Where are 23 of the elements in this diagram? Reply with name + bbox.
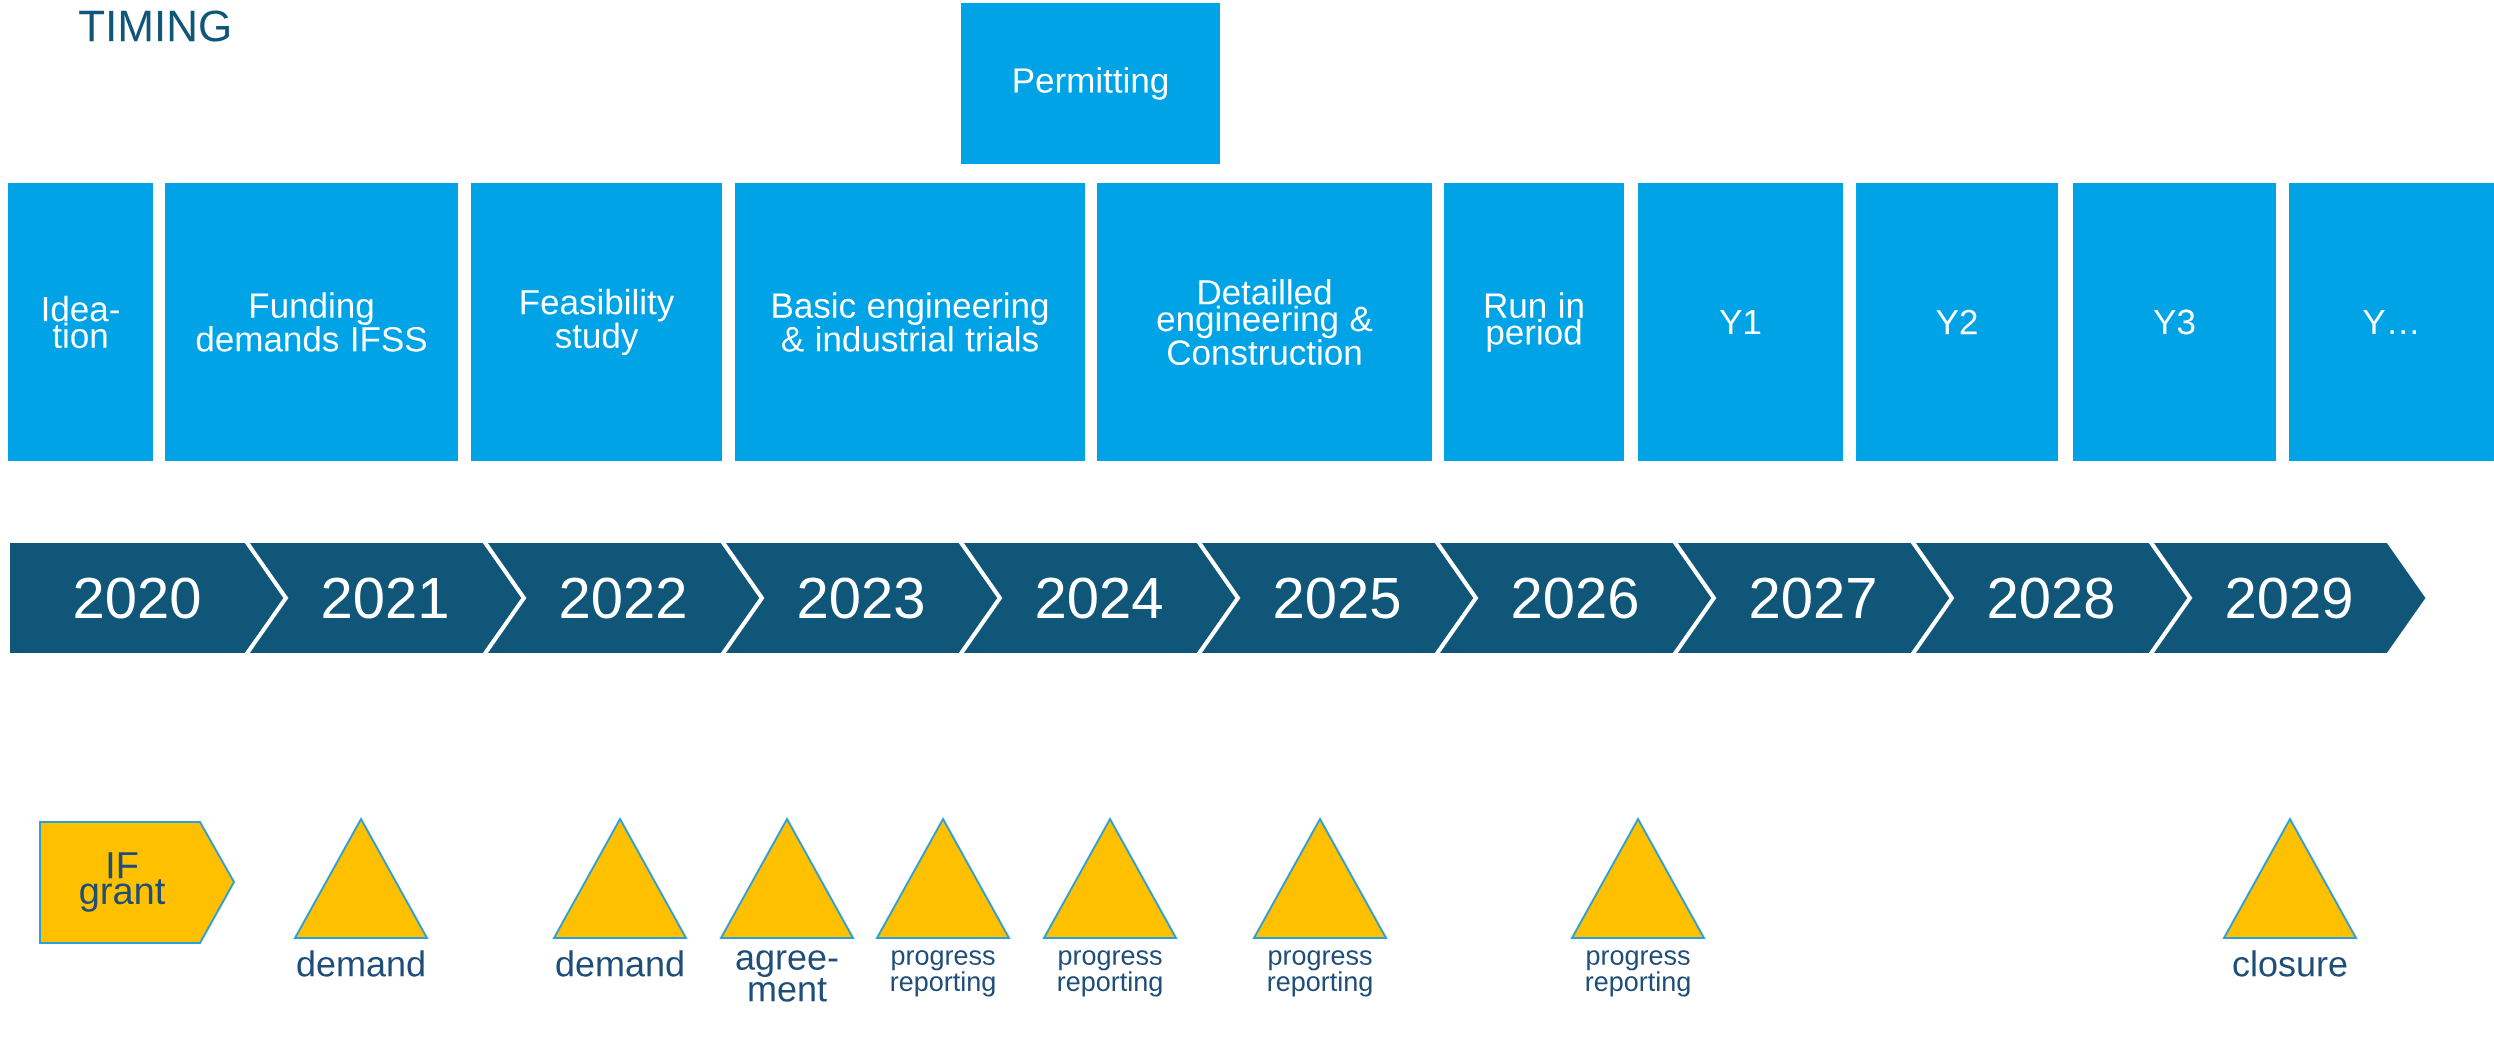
- year-segment: 2029: [2146, 539, 2431, 657]
- milestone-label: progress reporting: [1586, 950, 1690, 997]
- phase-box: Feasibility study: [471, 183, 722, 461]
- phase-box: Idea-tion: [8, 183, 153, 461]
- milestone-label: closure: [2233, 950, 2347, 977]
- phase-box: Y3: [2073, 183, 2276, 461]
- phase-box: Y2: [1856, 183, 2058, 461]
- permitting-box: Permitting: [961, 3, 1220, 164]
- milestone-label: progress reporting: [1268, 950, 1372, 997]
- phase-box: Funding demands IFSS: [165, 183, 458, 461]
- milestone-label: progress reporting: [891, 950, 995, 997]
- phase-box: Basic engineering & industrial trials: [735, 183, 1085, 461]
- milestone-label: progress reporting: [1058, 950, 1162, 997]
- phase-box: Y…: [2289, 183, 2494, 461]
- year-segment: 2020: [6, 539, 289, 657]
- phase-box: Detailled engineering & Construction: [1097, 183, 1432, 461]
- phase-box: Run in period: [1444, 183, 1624, 461]
- grant-pentagon: IF grant: [39, 821, 236, 944]
- milestone-label: agree-ment: [736, 950, 838, 1002]
- phase-box: Y1: [1638, 183, 1843, 461]
- milestone-label: demand: [297, 950, 424, 977]
- milestone-label: demand: [556, 950, 683, 977]
- heading: TIMING: [79, 10, 229, 42]
